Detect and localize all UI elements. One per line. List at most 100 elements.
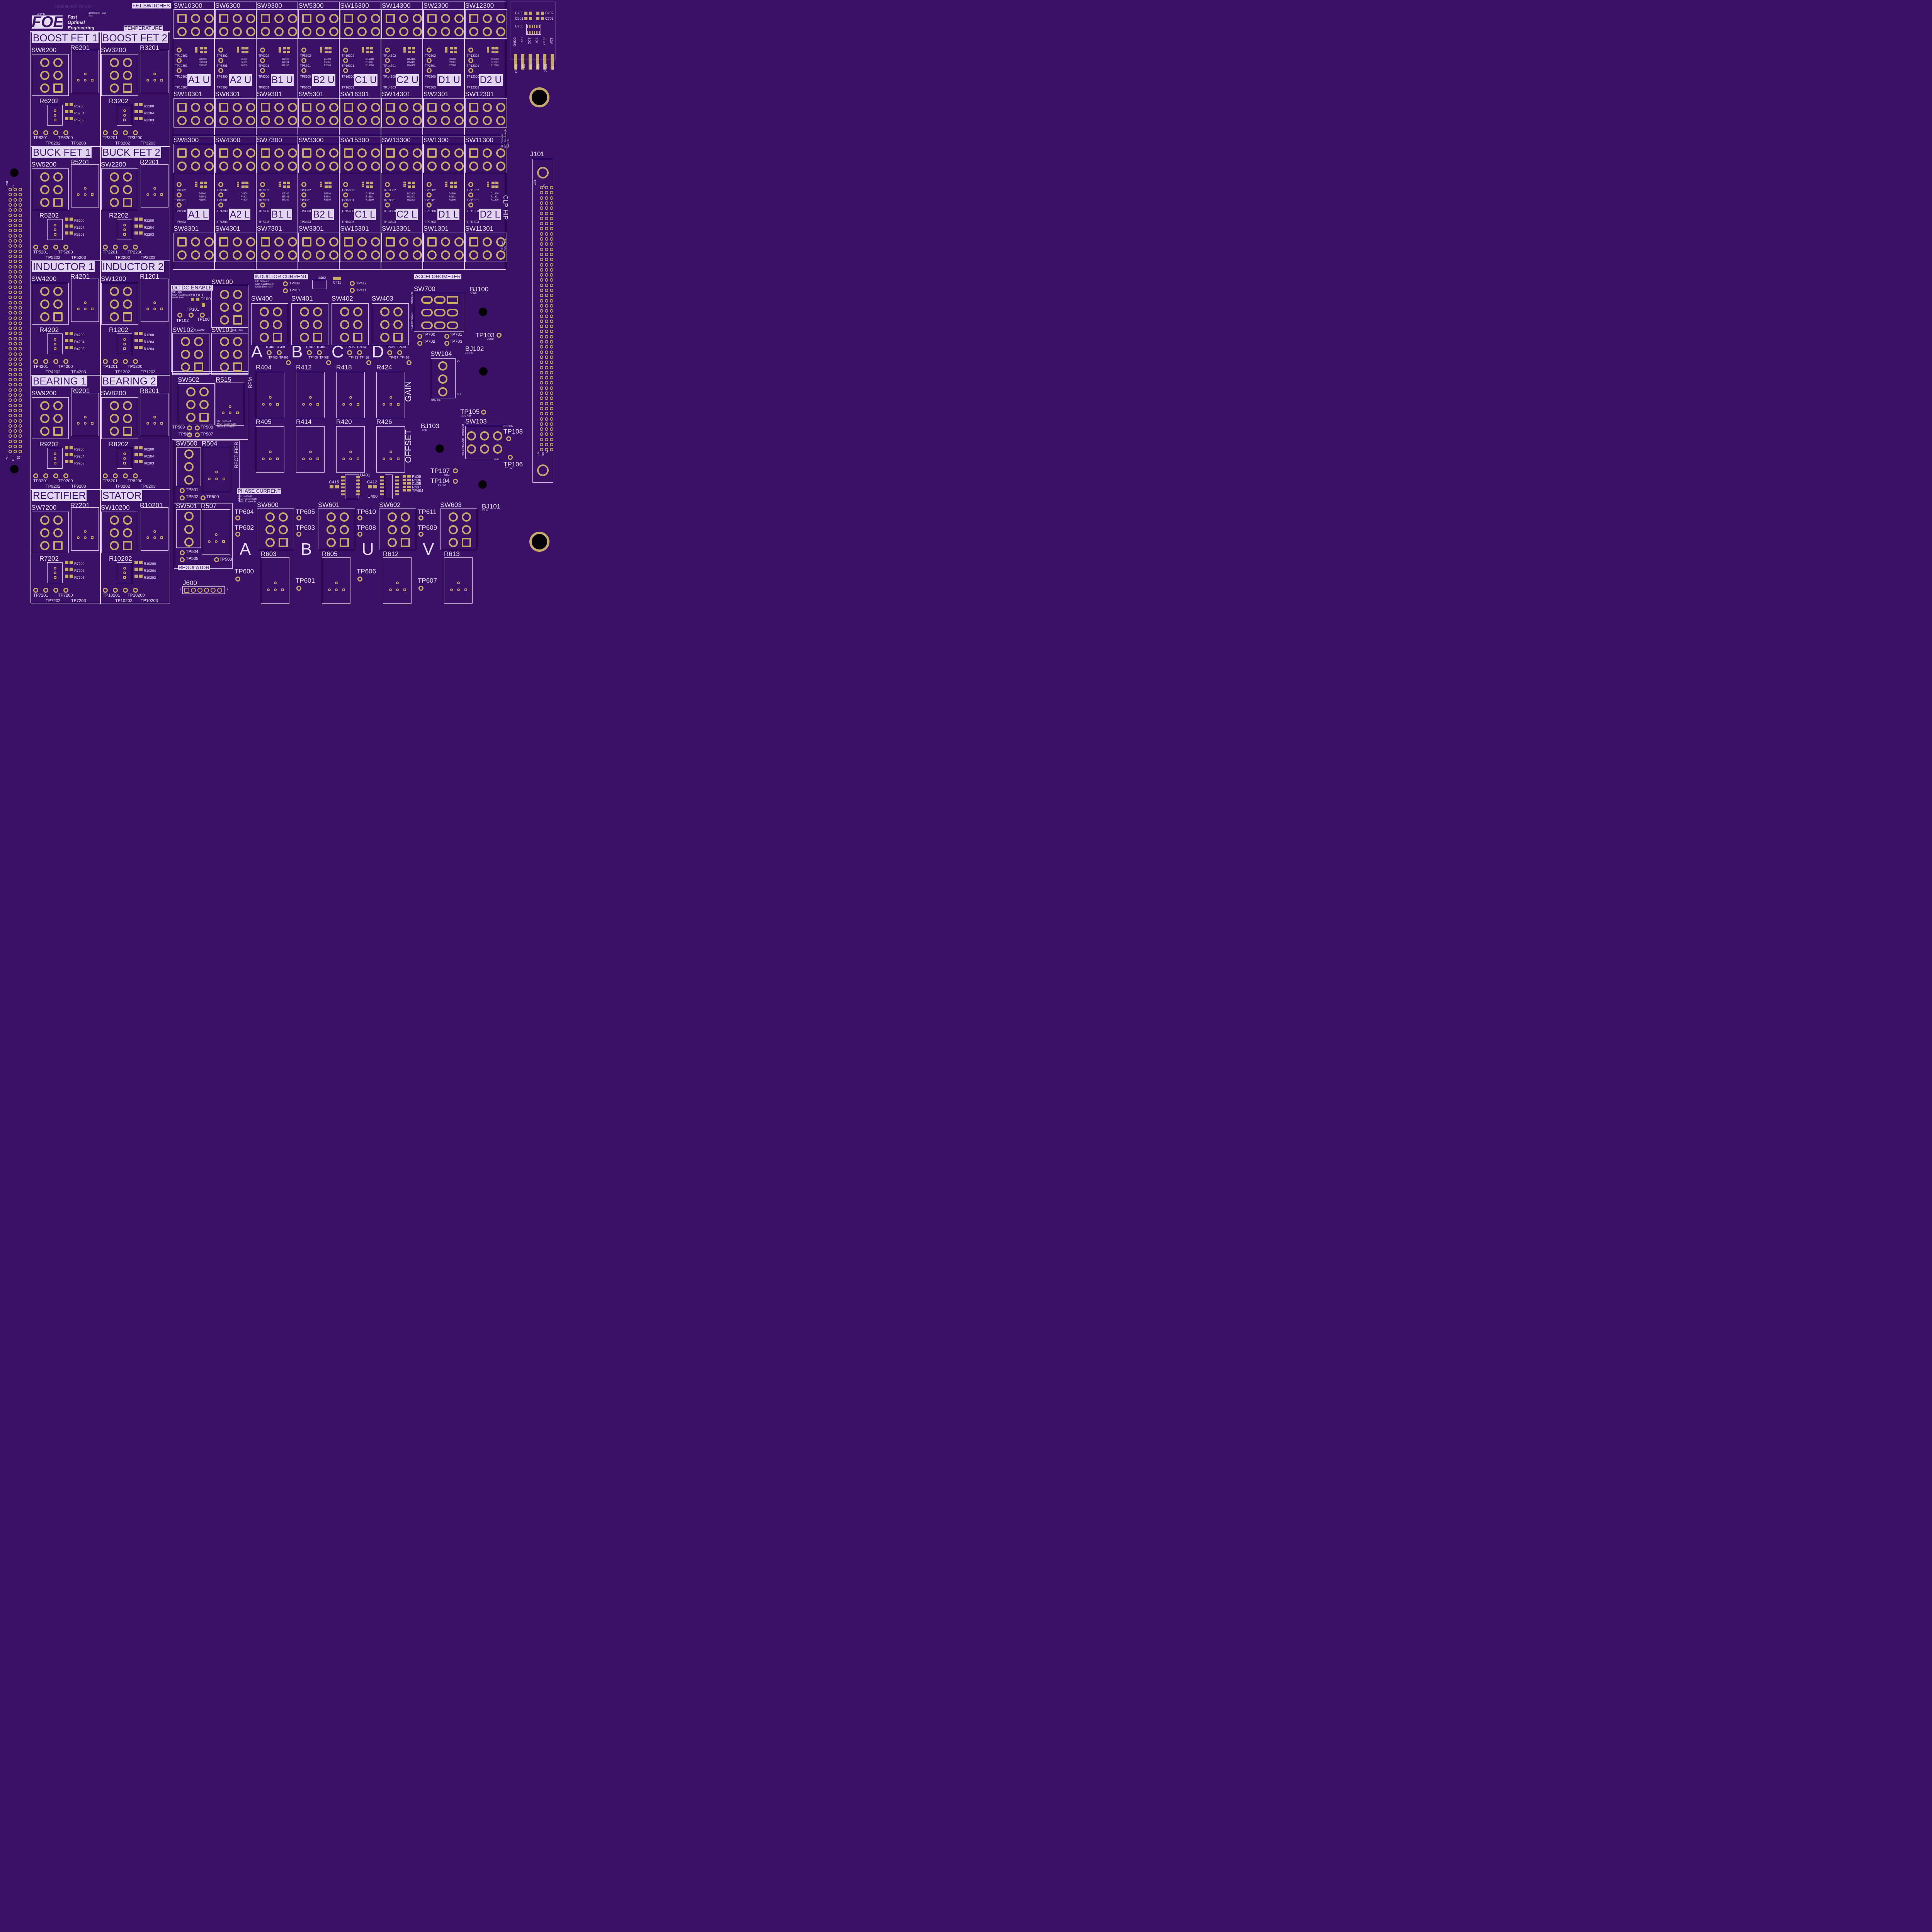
potentiometer [47, 333, 63, 354]
header-pin [9, 234, 12, 238]
switch-label: SW13300 [382, 136, 411, 144]
round-pad [184, 449, 194, 459]
round-pad [302, 250, 312, 260]
test-point-label: TP8300 [175, 209, 186, 213]
smd-pad [139, 110, 143, 113]
header-pin [19, 398, 22, 402]
connector-pin [550, 186, 553, 189]
test-point [350, 281, 355, 286]
test-point-label: TP8202 [115, 484, 130, 489]
round-pad [40, 541, 49, 550]
test-point [33, 130, 38, 135]
smd-pad [70, 339, 73, 342]
header-pad [514, 54, 517, 70]
connector-pin [540, 252, 543, 256]
rpm-legend: UP: Onboard [217, 420, 231, 423]
smd-pad [491, 51, 495, 53]
potentiometer [117, 105, 132, 126]
square-pad [344, 14, 354, 23]
round-pad [300, 307, 309, 316]
smd-pad [407, 489, 411, 492]
pot-pin [309, 451, 312, 453]
header-pin [19, 213, 22, 217]
connector-pin [550, 335, 553, 338]
smd-label: R7200 [74, 562, 85, 566]
test-point [113, 359, 118, 364]
header-pin [14, 188, 17, 191]
smd-pad [325, 47, 328, 49]
temp-block-title: INDUCTOR 1 [32, 261, 95, 272]
test-point [43, 359, 48, 364]
resistor-label: R5201 [70, 158, 90, 166]
pot-pin [389, 451, 392, 453]
potentiometer [296, 426, 325, 473]
round-pad [340, 307, 349, 316]
board-note: S/N: [88, 15, 93, 18]
test-point-label: TP15303 [342, 220, 354, 224]
test-point-label: TP3303 [300, 220, 311, 224]
test-point [426, 182, 432, 187]
smd-pad [335, 485, 339, 488]
smd-pad [70, 224, 73, 228]
test-point-label: TP1200 [128, 364, 143, 369]
header-pin [9, 419, 12, 423]
smd-pad [70, 103, 73, 106]
round-pad [357, 237, 367, 247]
mounting-hole [529, 532, 549, 552]
smd-pad [536, 17, 539, 20]
test-point [418, 532, 423, 537]
pot-pin [309, 457, 312, 460]
smd-pad [70, 346, 73, 349]
header-pin [9, 270, 12, 274]
round-pad [327, 538, 336, 547]
fet-switch-group [464, 136, 506, 270]
round-pad [260, 320, 269, 329]
smd-pad [283, 47, 286, 49]
test-point [187, 432, 192, 437]
resistor-label: R8202 [109, 440, 129, 448]
pot-pin [54, 118, 56, 121]
test-point-label: TP4201 [33, 364, 48, 369]
dcdc-legend: DWN: Low [172, 297, 184, 299]
pot-pin [54, 347, 56, 350]
round-pad [184, 525, 194, 534]
pot-pin [382, 403, 385, 406]
pot-pin [146, 536, 149, 539]
test-point-label: TP503 [219, 557, 232, 562]
test-point-label: TP7200 [58, 593, 73, 598]
header-pin [19, 439, 22, 443]
smd-pad [449, 182, 453, 184]
switch-label: SW5301 [298, 90, 324, 98]
switch-label: SW1300 [423, 136, 449, 144]
test-point [33, 473, 38, 478]
smd-pad [527, 31, 528, 34]
header-pin [19, 352, 22, 356]
round-pad [399, 250, 408, 260]
smd-label: R12301 [490, 61, 499, 64]
smd-label: R4301 [240, 196, 248, 198]
round-pad [204, 27, 214, 36]
connector-pin [545, 443, 548, 446]
test-point [508, 455, 513, 460]
smd-pad [362, 51, 364, 53]
test-point-label: TP417 [389, 356, 398, 359]
smd-pad [320, 51, 323, 53]
round-pad [191, 148, 200, 158]
round-pad [232, 27, 242, 36]
header-pin [14, 275, 17, 279]
pot-pin [84, 79, 87, 82]
test-point-label: TP420 [400, 356, 409, 359]
square-pad [123, 198, 132, 207]
smd-pad [333, 277, 341, 280]
test-point-label: TP105 [460, 408, 480, 415]
switch-label: SW9300 [257, 2, 282, 9]
switch-outline [101, 54, 138, 96]
connector-pin [550, 325, 553, 328]
connector-pin [540, 237, 543, 241]
connector-pin [550, 340, 553, 344]
smd-pad [65, 575, 68, 578]
round-pad [274, 250, 284, 260]
switch-note: 0_3AW42 [194, 329, 205, 332]
oval-pad [421, 321, 433, 329]
header-pin [19, 291, 22, 294]
